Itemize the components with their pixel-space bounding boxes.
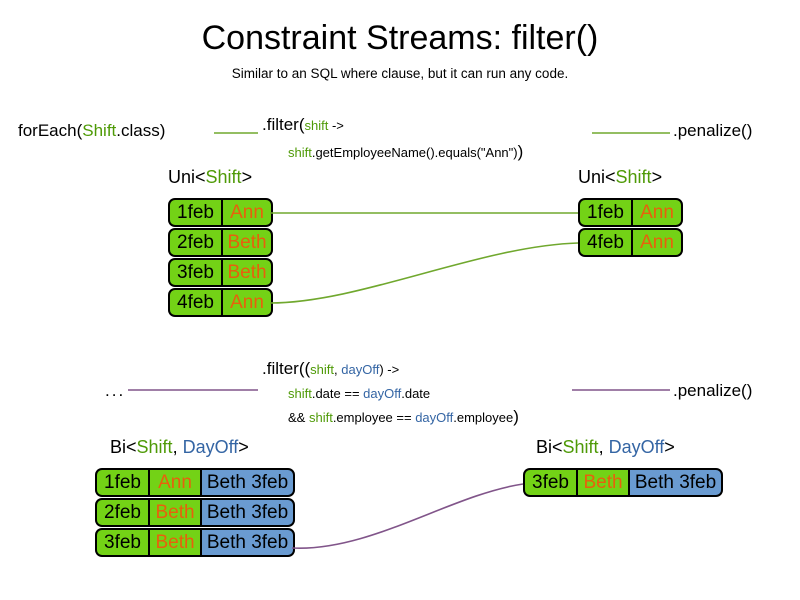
uni-right-tuple-stack: 1feb Ann 4feb Ann	[578, 198, 683, 258]
bi-penalize-label: .penalize()	[673, 381, 753, 400]
bi-filter-l3-tail: .employee	[453, 410, 514, 425]
bi-right-header-prefix: Bi<	[536, 437, 563, 457]
shift-name-cell: Beth	[148, 528, 200, 557]
page-subtitle: Similar to an SQL where clause, but it c…	[231, 66, 569, 81]
foreach-prefix: forEach(	[18, 121, 83, 140]
uni-filter-body-expr: .getEmployeeName().equals("Ann")	[311, 145, 518, 160]
bi-left-header-suffix: >	[238, 437, 249, 457]
uni-penalize-label: .penalize()	[673, 121, 753, 140]
uni-right-stack-header: Uni<Shift>	[578, 167, 662, 188]
bi-filter-l2-mid: .date ==	[311, 386, 364, 401]
bi-right-header-suffix: >	[664, 437, 675, 457]
shift-date-cell: 3feb	[523, 468, 576, 497]
uni-filter-line2: shift.getEmployeeName().equals("Ann"))	[262, 139, 523, 166]
foreach-source-label: forEach(Shift.class)	[18, 121, 165, 141]
bi-filter-expression: .filter((shift, dayOff) -> shift.date ==…	[262, 357, 519, 429]
table-row[interactable]: 4feb Ann	[578, 228, 683, 257]
bi-filter-l3-and: &&	[288, 410, 309, 425]
bi-filter-l2-var1: shift	[288, 386, 312, 401]
bi-left-header-prefix: Bi<	[110, 437, 137, 457]
wire-uni-4feb	[269, 242, 579, 304]
foreach-type-shift: Shift	[82, 121, 117, 140]
page-title: Constraint Streams: filter()	[201, 19, 599, 57]
table-row[interactable]: 3feb Beth	[168, 258, 273, 287]
uni-left-header-type: Shift	[205, 167, 242, 187]
uni-right-header-type: Shift	[615, 167, 652, 187]
dayoff-cell: Beth 3feb	[200, 468, 295, 497]
shift-date-cell: 4feb	[168, 288, 221, 317]
uni-filter-param-shift: shift	[304, 118, 329, 133]
table-row[interactable]: 1feb Ann	[578, 198, 683, 227]
bi-right-stack-header: Bi<Shift, DayOff>	[536, 437, 675, 458]
shift-name-cell: Ann	[631, 198, 683, 227]
uni-filter-close-paren: )	[517, 142, 524, 161]
bi-filter-close-paren: )	[513, 407, 519, 426]
bi-filter-param-comma: ,	[334, 362, 342, 377]
uni-filter-body-var: shift	[288, 145, 312, 160]
bi-left-header-comma: ,	[172, 437, 183, 457]
dayoff-cell: Beth 3feb	[200, 528, 295, 557]
uni-right-header-suffix: >	[651, 167, 663, 187]
uni-left-tuple-stack: 1feb Ann 2feb Beth 3feb Beth 4feb Ann	[168, 198, 273, 318]
shift-name-cell: Beth	[221, 258, 273, 287]
bi-right-header-comma: ,	[598, 437, 609, 457]
shift-date-cell: 1feb	[95, 468, 148, 497]
uni-filter-call: .filter(	[262, 115, 305, 134]
table-row[interactable]: 3feb Beth Beth 3feb	[95, 528, 295, 557]
uni-left-header-prefix: Uni<	[168, 167, 206, 187]
wire-bi-3feb	[291, 483, 524, 549]
bi-right-header-type1: Shift	[562, 437, 599, 457]
bi-left-stack-header: Bi<Shift, DayOff>	[110, 437, 249, 458]
bi-filter-param-dayoff: dayOff	[341, 362, 380, 377]
bi-filter-l3-var1: shift	[308, 410, 333, 425]
shift-date-cell: 3feb	[95, 528, 148, 557]
shift-name-cell: Beth	[576, 468, 628, 497]
bi-left-header-type2: DayOff	[182, 437, 239, 457]
bi-filter-line3: && shift.employee == dayOff.employee)	[262, 405, 519, 429]
table-row[interactable]: 1feb Ann	[168, 198, 273, 227]
shift-date-cell: 1feb	[168, 198, 221, 227]
table-row[interactable]: 2feb Beth Beth 3feb	[95, 498, 295, 527]
table-row[interactable]: 2feb Beth	[168, 228, 273, 257]
bi-right-tuple-stack: 3feb Beth Beth 3feb	[523, 468, 723, 498]
uni-filter-expression: .filter(shift -> shift.getEmployeeName()…	[262, 112, 523, 166]
bi-filter-l3-var2: dayOff	[415, 410, 454, 425]
shift-date-cell: 2feb	[95, 498, 148, 527]
shift-name-cell: Ann	[221, 198, 273, 227]
uni-filter-arrow: ->	[328, 118, 344, 133]
bi-right-header-type2: DayOff	[608, 437, 665, 457]
shift-name-cell: Beth	[221, 228, 273, 257]
bi-source-ellipsis: ...	[105, 381, 126, 400]
shift-date-cell: 4feb	[578, 228, 631, 257]
bi-filter-param-shift: shift	[310, 362, 335, 377]
bi-filter-l3-mid: .employee ==	[332, 410, 416, 425]
uni-right-header-prefix: Uni<	[578, 167, 616, 187]
dayoff-cell: Beth 3feb	[628, 468, 723, 497]
uni-left-header-suffix: >	[241, 167, 253, 187]
uni-filter-line1: .filter(shift ->	[262, 112, 523, 139]
shift-name-cell: Ann	[631, 228, 683, 257]
table-row[interactable]: 4feb Ann	[168, 288, 273, 317]
shift-name-cell: Beth	[148, 498, 200, 527]
shift-name-cell: Ann	[148, 468, 200, 497]
table-row[interactable]: 1feb Ann Beth 3feb	[95, 468, 295, 497]
shift-date-cell: 3feb	[168, 258, 221, 287]
bi-filter-call: .filter((	[262, 359, 311, 378]
bi-left-tuple-stack: 1feb Ann Beth 3feb 2feb Beth Beth 3feb 3…	[95, 468, 295, 558]
shift-name-cell: Ann	[221, 288, 273, 317]
foreach-suffix: .class)	[116, 121, 166, 140]
bi-filter-arrow: ) ->	[379, 362, 400, 377]
bi-filter-line1: .filter((shift, dayOff) ->	[262, 357, 519, 381]
dayoff-cell: Beth 3feb	[200, 498, 295, 527]
bi-filter-line2: shift.date == dayOff.date	[262, 381, 519, 405]
bi-filter-l2-tail: .date	[401, 386, 431, 401]
shift-date-cell: 2feb	[168, 228, 221, 257]
bi-left-header-type1: Shift	[136, 437, 173, 457]
shift-date-cell: 1feb	[578, 198, 631, 227]
uni-left-stack-header: Uni<Shift>	[168, 167, 252, 188]
bi-filter-l2-var2: dayOff	[363, 386, 402, 401]
table-row[interactable]: 3feb Beth Beth 3feb	[523, 468, 723, 497]
